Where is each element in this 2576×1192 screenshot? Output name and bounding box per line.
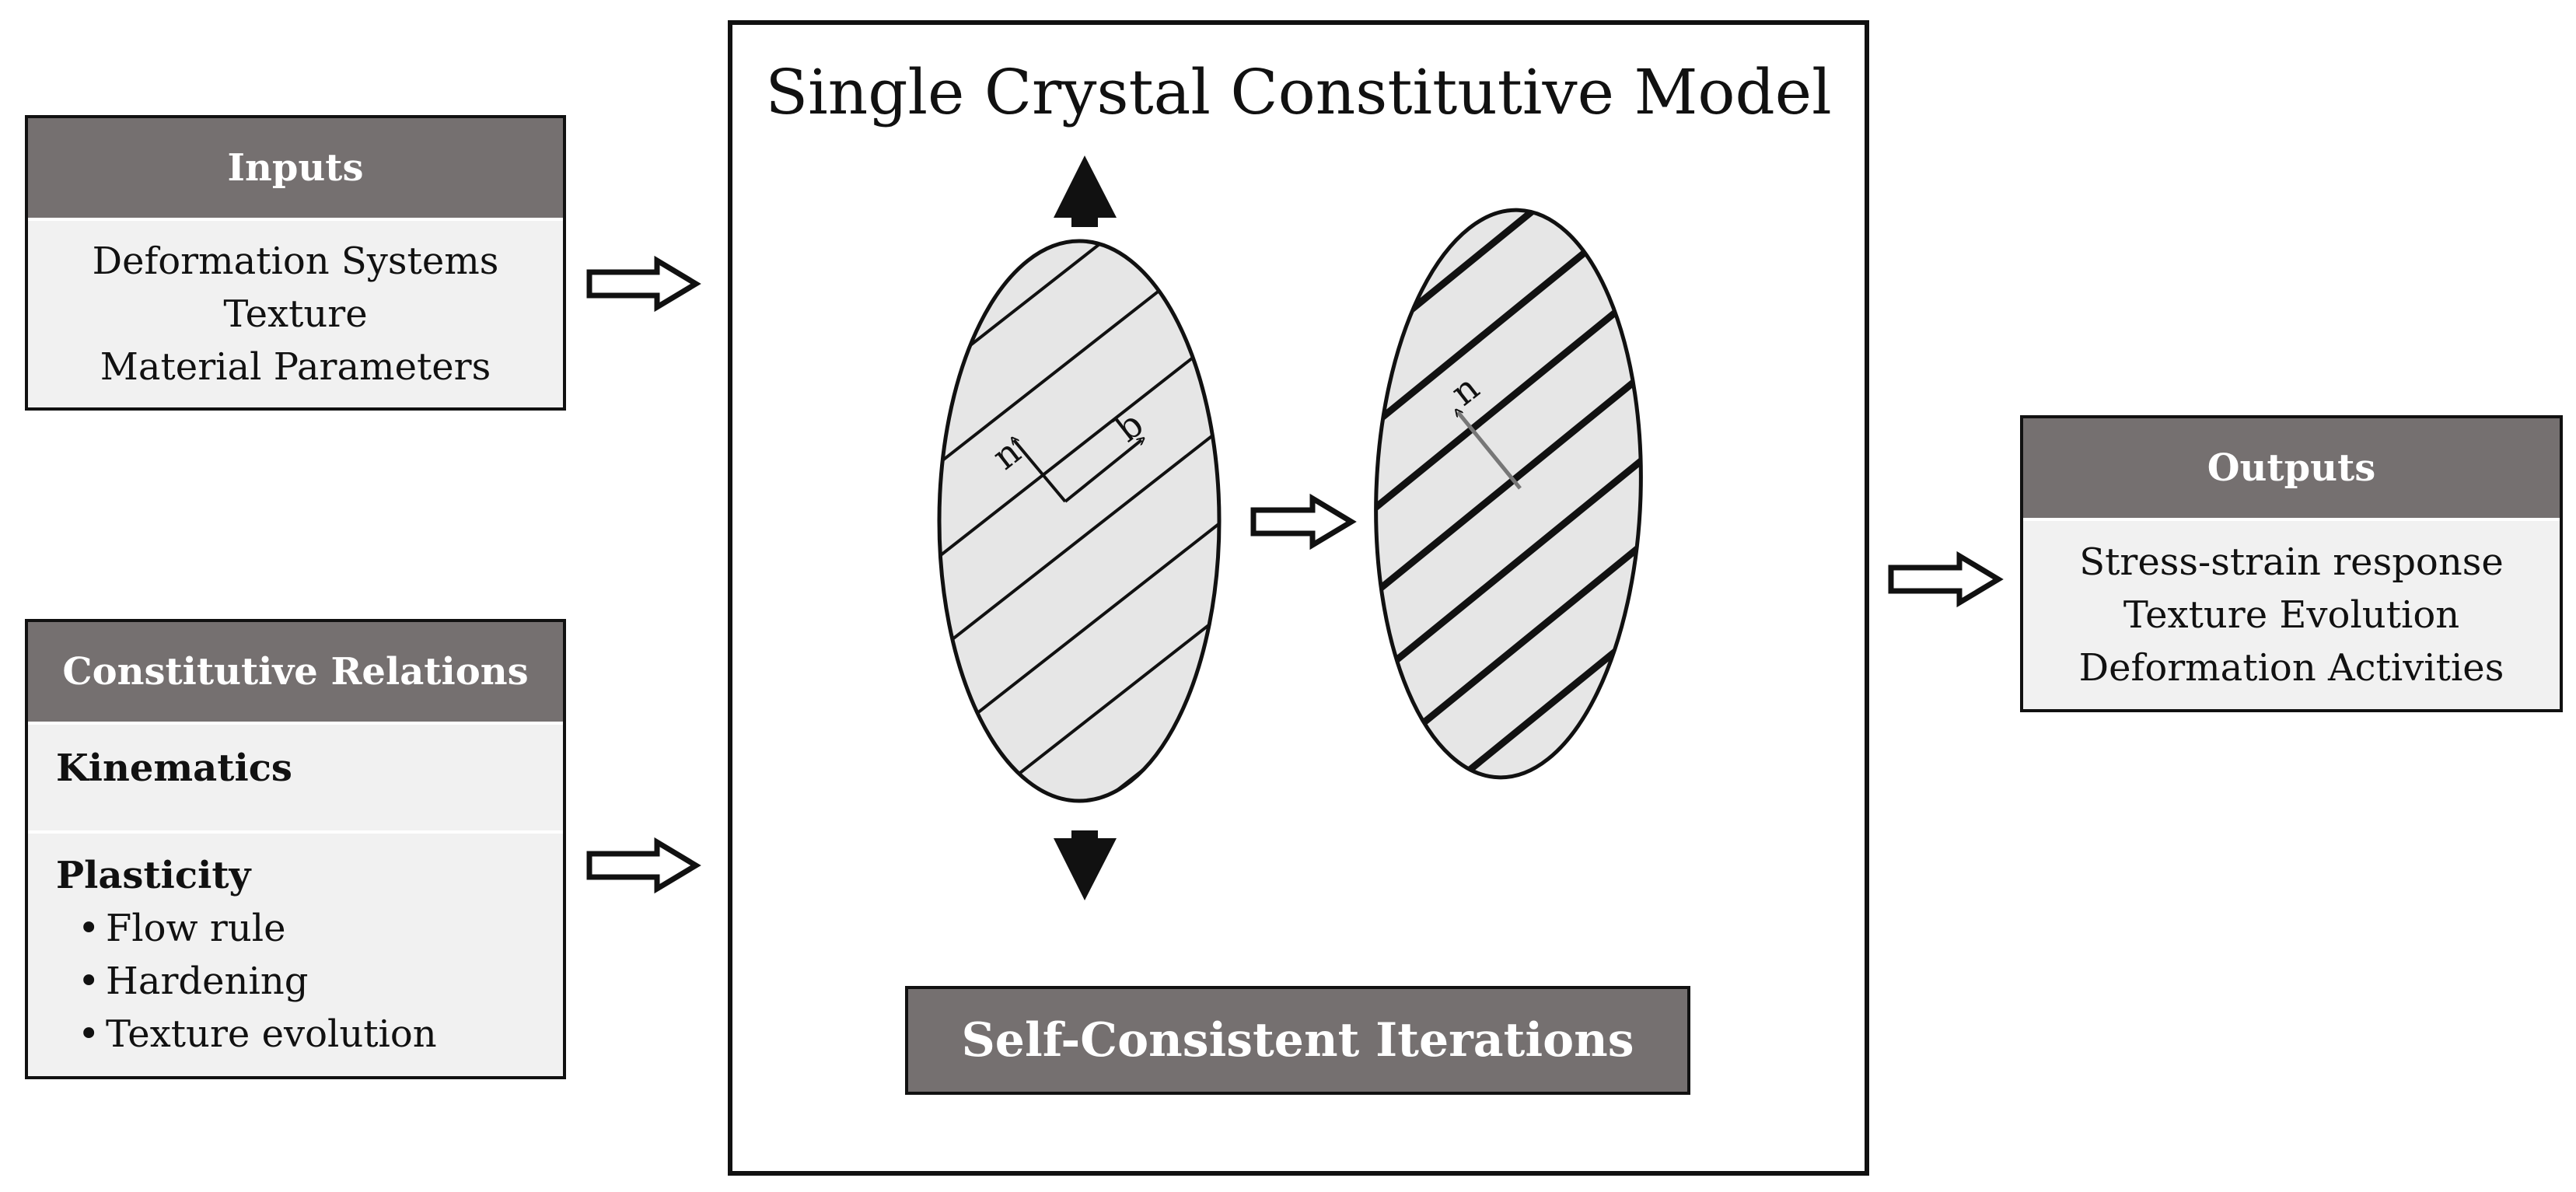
arrow-crystal-rotation-icon: [1250, 493, 1357, 551]
plasticity-section: Plasticity •Flow rule •Hardening •Textur…: [28, 834, 563, 1061]
kinematics-label: Kinematics: [28, 725, 563, 834]
constitutive-relations-panel: Constitutive Relations Kinematics Plasti…: [25, 619, 566, 1079]
arrow-inputs-to-model-icon: [586, 255, 701, 313]
model-title: Single Crystal Constitutive Model: [765, 56, 1832, 128]
load-arrow-up-icon: [1054, 156, 1117, 227]
slip-planes-initial: [939, 241, 1219, 801]
plasticity-item-flow-rule: •Flow rule: [78, 907, 286, 950]
self-consistent-iterations-box: Self-Consistent Iterations: [905, 986, 1690, 1095]
outputs-title: Outputs: [2023, 418, 2560, 521]
outputs-item-stress-strain: Stress-strain response: [2079, 540, 2504, 584]
arrow-relations-to-model-icon: [586, 837, 701, 894]
inputs-list: Deformation Systems Texture Material Par…: [28, 221, 563, 407]
plasticity-list: •Flow rule •Hardening •Texture evolution: [56, 902, 563, 1061]
burgers-vector-icon: [1064, 440, 1141, 503]
outputs-item-texture-evolution: Texture Evolution: [2123, 593, 2460, 637]
outputs-item-deformation-activities: Deformation Activities: [2078, 646, 2504, 690]
single-crystal-model-panel: Single Crystal Constitutive Model: [728, 20, 1869, 1176]
rotated-normal-vector-icon: [1458, 412, 1522, 490]
crystal-initial: n b: [937, 239, 1222, 803]
inputs-panel: Inputs Deformation Systems Texture Mater…: [25, 115, 566, 411]
outputs-panel: Outputs Stress-strain response Texture E…: [2020, 415, 2563, 712]
plasticity-item-hardening: •Hardening: [78, 960, 309, 1003]
inputs-item-deformation-systems: Deformation Systems: [92, 239, 499, 283]
inputs-title: Inputs: [28, 118, 563, 221]
plasticity-label: Plasticity: [56, 854, 251, 897]
arrow-model-to-outputs-icon: [1888, 551, 2004, 608]
normal-vector-icon: [1014, 440, 1067, 503]
load-arrow-down-icon: [1054, 830, 1117, 900]
inputs-item-texture: Texture: [223, 292, 368, 336]
plasticity-item-texture-evolution: •Texture evolution: [78, 1012, 437, 1056]
crystal-deformed: n: [1366, 205, 1651, 782]
outputs-list: Stress-strain response Texture Evolution…: [2023, 521, 2560, 709]
inputs-item-material-parameters: Material Parameters: [100, 345, 491, 389]
constitutive-relations-title: Constitutive Relations: [28, 622, 563, 725]
